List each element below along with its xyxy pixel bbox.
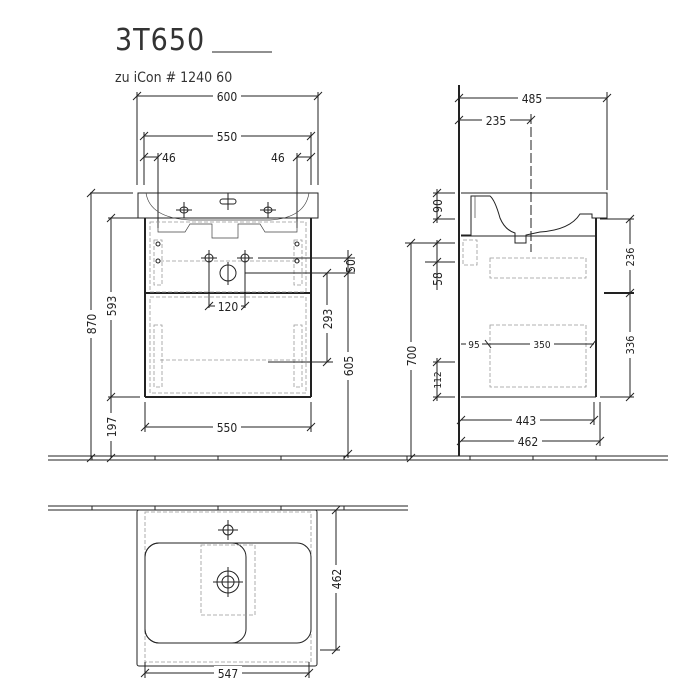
- dim-cabinet-depth: 443: [516, 414, 537, 428]
- top-view: 462 547: [48, 505, 408, 681]
- dim-drain-spacing: 120: [218, 300, 239, 314]
- side-view: 485 235 90 58 700: [403, 85, 638, 463]
- dim-tap-offset: 235: [486, 114, 507, 128]
- dim-drawer-height: 605: [342, 356, 356, 377]
- front-view: 600 550 46 46: [83, 89, 358, 463]
- dim-upper-height: 236: [624, 248, 637, 267]
- dim-drawer-depth: 350: [533, 340, 550, 351]
- model-title: 3T650: [115, 23, 205, 58]
- dim-inner-width: 550: [217, 130, 238, 144]
- dim-drain-offset: 50: [344, 259, 358, 273]
- basin-front: [137, 192, 319, 219]
- dim-drain-height: 293: [321, 309, 335, 330]
- floor-line: [48, 455, 668, 461]
- dim-mount-height: 700: [405, 346, 419, 367]
- dim-drawer-offset: 95: [468, 340, 479, 351]
- dim-left-offset: 46: [162, 151, 176, 165]
- dim-basin-thickness: 90: [431, 199, 445, 213]
- dim-floor-clearance: 197: [105, 417, 119, 438]
- dim-top-width: 547: [218, 667, 239, 681]
- dim-cabinet-width: 550: [217, 421, 238, 435]
- dim-total-depth: 462: [518, 435, 539, 449]
- dim-basin-depth: 485: [522, 92, 543, 106]
- dim-top-depth: 462: [330, 569, 344, 590]
- reference-label: zu iCon # 1240 60: [115, 70, 232, 86]
- dim-lower-height: 336: [624, 336, 637, 355]
- dim-total-height: 870: [85, 314, 99, 335]
- dim-basin-width: 600: [217, 90, 238, 104]
- dim-cabinet-top-height: 593: [105, 296, 119, 317]
- dim-right-offset: 46: [271, 151, 285, 165]
- dim-bottom-offset: 112: [433, 371, 444, 388]
- basin-profile: [461, 192, 608, 244]
- dim-gap: 58: [431, 272, 445, 286]
